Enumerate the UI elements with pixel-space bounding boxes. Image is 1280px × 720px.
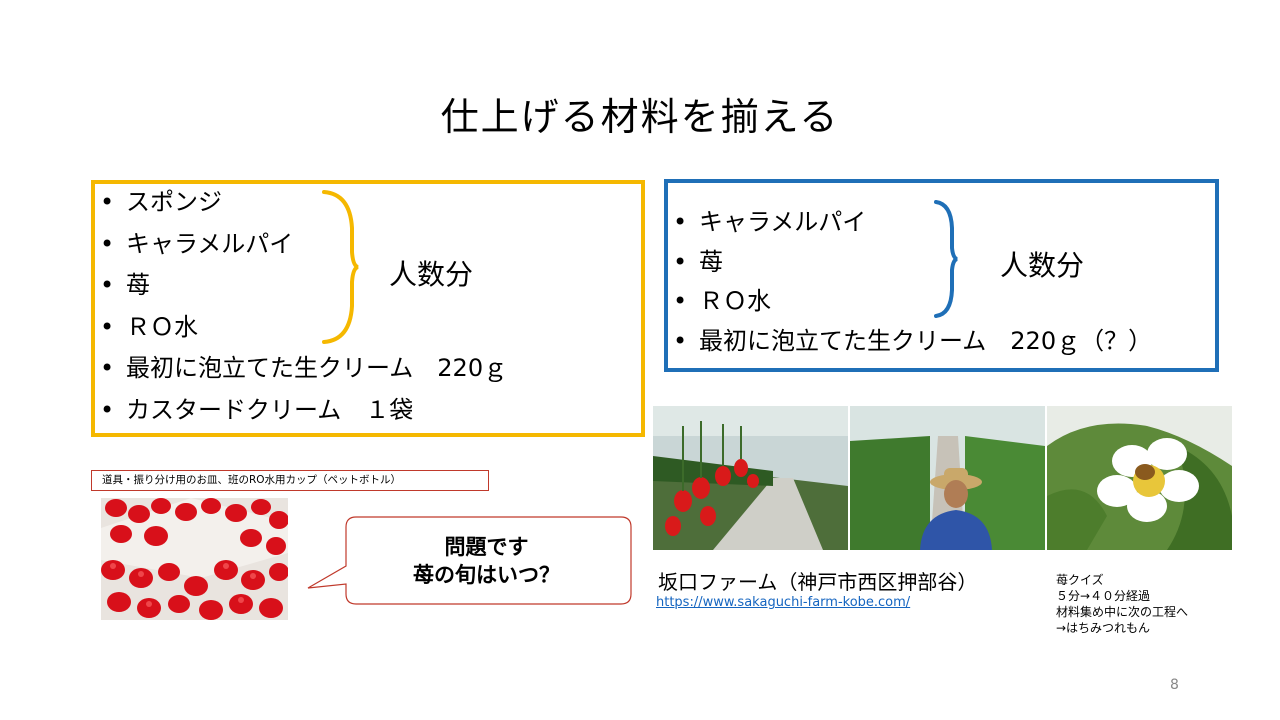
materials-list-right: キャラメルパイ 苺 ＲＯ水 最初に泡立てた生クリーム 220ｇ（？）	[673, 203, 1152, 361]
quiz-note-line-4: →はちみつれもん	[1056, 621, 1151, 635]
farm-owner-photo	[850, 406, 1045, 550]
list-item: キャラメルパイ	[673, 203, 1152, 243]
list-item: キャラメルパイ	[100, 225, 507, 267]
callout-line-2: 苺の旬はいつ？	[413, 563, 560, 587]
strawberry-flower-photo	[1047, 406, 1232, 550]
list-item: 最初に泡立てた生クリーム 220ｇ（？）	[673, 322, 1152, 362]
quiz-callout-text: 問題です 苺の旬はいつ？	[343, 533, 630, 589]
list-item: 苺	[100, 266, 507, 308]
right-brace-right-box	[934, 200, 958, 318]
list-item: カスタードクリーム １袋	[100, 391, 507, 433]
materials-list-left: スポンジ キャラメルパイ 苺 ＲＯ水 最初に泡立てた生クリーム 220ｇ カスタ…	[100, 183, 507, 432]
quiz-timing-note: 苺クイズ ５分→４０分経過 材料集め中に次の工程へ →はちみつれもん	[1056, 572, 1188, 636]
slide-title: 仕上げる材料を揃える	[440, 95, 840, 139]
farm-greenhouse-photo-1	[653, 406, 848, 550]
list-item: 最初に泡立てた生クリーム 220ｇ	[100, 349, 507, 391]
callout-bubble	[307, 516, 632, 605]
farm-website-link[interactable]: https://www.sakaguchi-farm-kobe.com/	[656, 595, 911, 610]
quiz-note-line-2: ５分→４０分経過	[1056, 589, 1151, 603]
tools-note: 道具・振り分け用のお皿、班のRO水用カップ（ペットボトル）	[91, 470, 489, 491]
list-item: スポンジ	[100, 183, 507, 225]
list-item: 苺	[673, 243, 1152, 283]
list-item: ＲＯ水	[673, 282, 1152, 322]
quiz-note-line-1: 苺クイズ	[1056, 573, 1104, 587]
callout-line-1: 問題です	[444, 535, 529, 559]
per-person-label-right: 人数分	[1000, 249, 1085, 282]
page-number: 8	[1170, 677, 1179, 693]
strawberry-packs-photo	[101, 498, 288, 620]
list-item: ＲＯ水	[100, 308, 507, 350]
right-brace-left-box	[322, 190, 359, 344]
per-person-label-left: 人数分	[389, 258, 474, 291]
farm-name: 坂口ファーム（神戸市西区押部谷）	[658, 570, 978, 594]
quiz-note-line-3: 材料集め中に次の工程へ	[1056, 605, 1189, 619]
